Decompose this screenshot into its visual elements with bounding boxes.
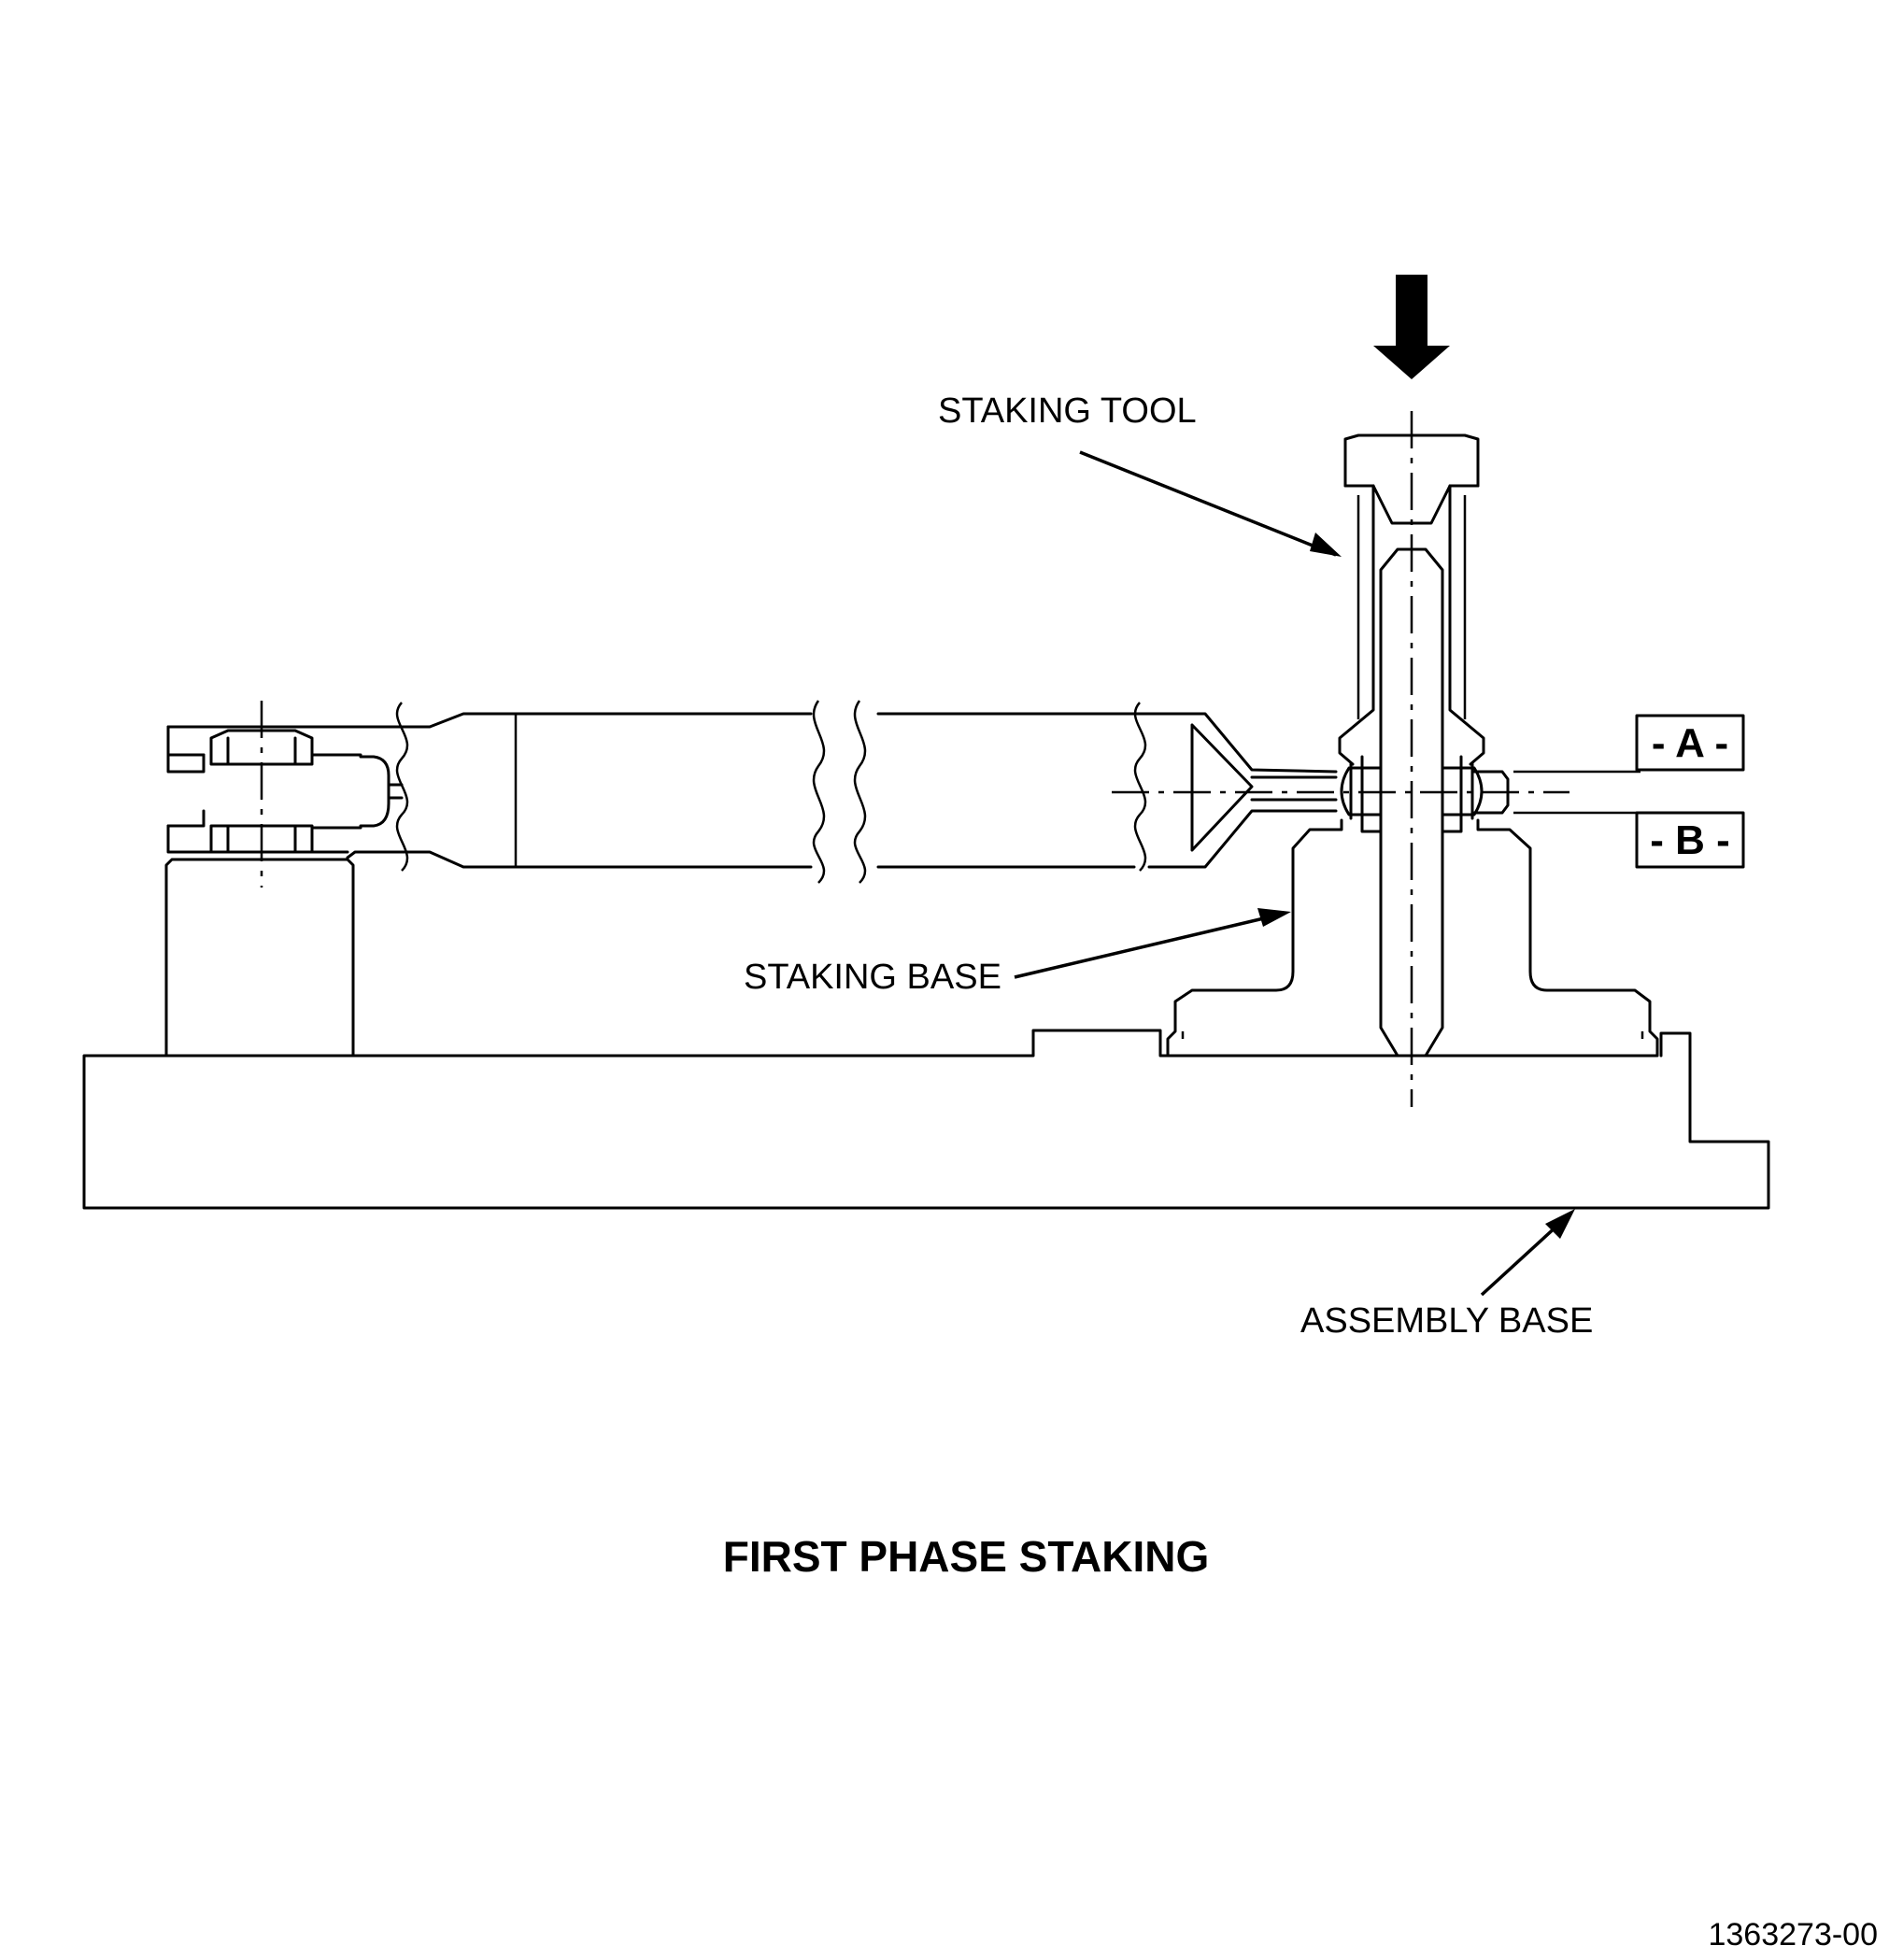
break-line-3	[1133, 702, 1147, 872]
staking-base-label: STAKING BASE	[744, 958, 1001, 997]
figure-title: FIRST PHASE STAKING	[723, 1532, 1210, 1581]
left-support-block	[164, 858, 355, 1058]
rod-assembly-outline	[166, 712, 1338, 869]
staking-tool-inner-bore	[1356, 495, 1467, 719]
clevis-fork	[166, 725, 391, 828]
assembly-base-outline	[82, 1029, 1770, 1210]
clevis-bushing-top	[209, 729, 314, 766]
datum-b-frame	[1635, 811, 1745, 869]
datum-b-label: - B -	[1650, 817, 1730, 863]
figure-number: 1363273-00	[1708, 1917, 1878, 1953]
rod-cone-taper	[1190, 723, 1338, 852]
bearing-ball	[1340, 766, 1484, 817]
datum-a-label: - A -	[1652, 720, 1728, 766]
datum-a-frame	[1635, 714, 1745, 772]
break-line-2a	[812, 700, 826, 884]
staking-base-leader-arrowhead	[1257, 908, 1291, 927]
staking-tool-label: STAKING TOOL	[938, 391, 1197, 431]
staking-tool-leader-arrowhead	[1310, 533, 1342, 557]
staking-base-outline	[1166, 818, 1659, 1058]
assembly-base-label: ASSEMBLY BASE	[1300, 1301, 1593, 1341]
break-line-2b	[853, 700, 867, 884]
staking-pin-outline	[1379, 547, 1444, 1058]
assembly-base-leader-arrowhead	[1545, 1209, 1575, 1239]
clevis-bushing-bottom	[209, 824, 314, 854]
break-line-1	[395, 702, 409, 872]
force-arrow-icon	[1373, 275, 1450, 379]
staking-tool-leader	[1079, 450, 1337, 557]
staking-base-leader	[1014, 912, 1285, 979]
clevis-web	[310, 753, 404, 830]
bearing-race-left	[1349, 755, 1383, 833]
